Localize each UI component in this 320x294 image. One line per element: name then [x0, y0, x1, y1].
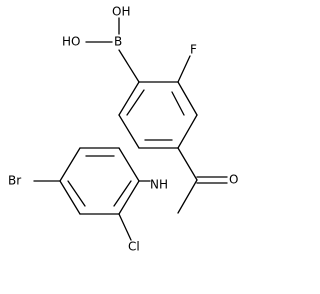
bond-ring1-c6-c1	[118, 81, 140, 116]
bond-carbonyl-n	[177, 179, 198, 214]
atom-label-boron: B	[114, 35, 122, 49]
atom-label-layer: OH HO B F O NH Br Cl	[8, 5, 238, 254]
atom-label-oh-top: OH	[112, 5, 130, 19]
atom-label-fluorine: F	[190, 43, 197, 57]
molecule-structure-diagram: OH HO B F O NH Br Cl	[8, 5, 238, 254]
bond-ring-carbonyl	[177, 147, 198, 181]
bond-ring2-c4-c5	[59, 180, 81, 215]
bond-ring2-c1-c2	[118, 147, 140, 182]
bond-layer	[33, 17, 228, 241]
bond-ring1-double-1	[171, 91, 185, 116]
bond-c-f	[177, 55, 191, 83]
bond-b-ring	[118, 49, 140, 83]
bond-c-cl	[118, 213, 132, 241]
bond-ring2-double-2	[67, 180, 86, 207]
atom-label-ho-left: HO	[62, 35, 80, 49]
bond-ring1-c2-c3	[177, 81, 198, 116]
bond-ring2-double-3	[113, 180, 132, 207]
bond-ring2-c6-c1	[118, 180, 140, 215]
atom-label-nh: NH	[150, 178, 168, 192]
bond-ring1-c5-c6	[118, 114, 140, 149]
bond-ring1-double-3	[126, 89, 145, 116]
bond-ring2-c3-c4	[59, 147, 81, 182]
atom-label-chlorine: Cl	[128, 240, 140, 254]
bond-ring1-c3-c4	[177, 114, 198, 149]
atom-label-oxygen: O	[229, 173, 238, 187]
atom-label-bromine: Br	[8, 174, 21, 188]
